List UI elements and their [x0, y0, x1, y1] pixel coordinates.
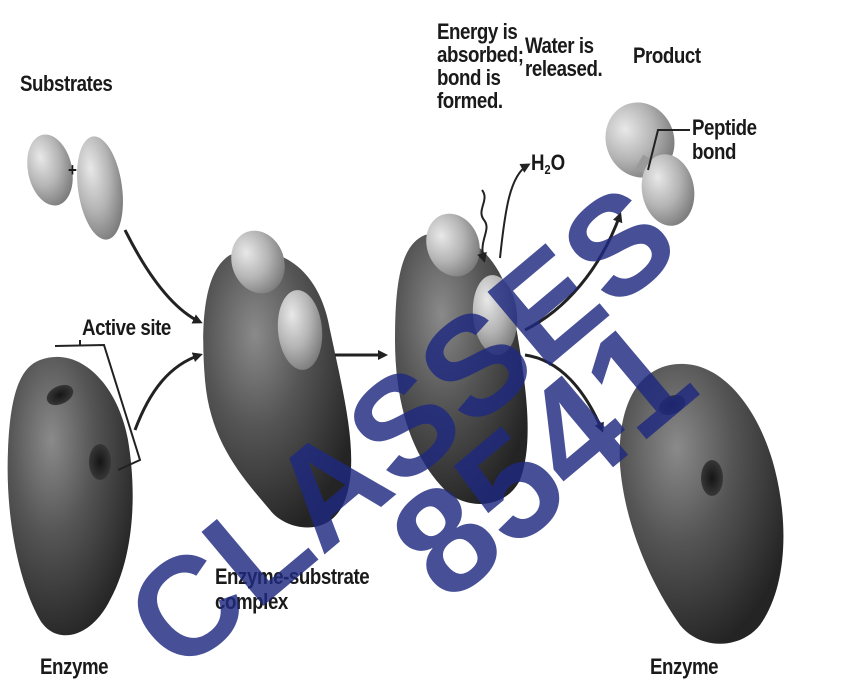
label-water-line2: released. [525, 57, 602, 80]
label-product: Product [633, 44, 701, 68]
label-energy-line2: absorbed; [437, 43, 524, 66]
label-enzyme-left: Enzyme [40, 655, 108, 679]
label-energy-line3: bond is [437, 66, 501, 89]
label-h2o: H2O [531, 150, 565, 177]
label-enzyme-right: Enzyme [650, 655, 718, 679]
arrow-substrates-to-complex [125, 230, 200, 322]
label-energy-line4: formed. [437, 89, 503, 112]
label-water-line1: Water is [525, 34, 594, 57]
label-substrates: Substrates [20, 72, 112, 96]
label-plus: + [68, 158, 77, 182]
arrow-enzyme-to-complex [135, 355, 200, 430]
label-peptide-line2: bond [692, 140, 736, 163]
substrate-right [71, 133, 129, 242]
label-active-site: Active site [82, 316, 171, 340]
label-peptide-line1: Peptide [692, 116, 757, 139]
label-energy-line1: Energy is [437, 20, 517, 43]
